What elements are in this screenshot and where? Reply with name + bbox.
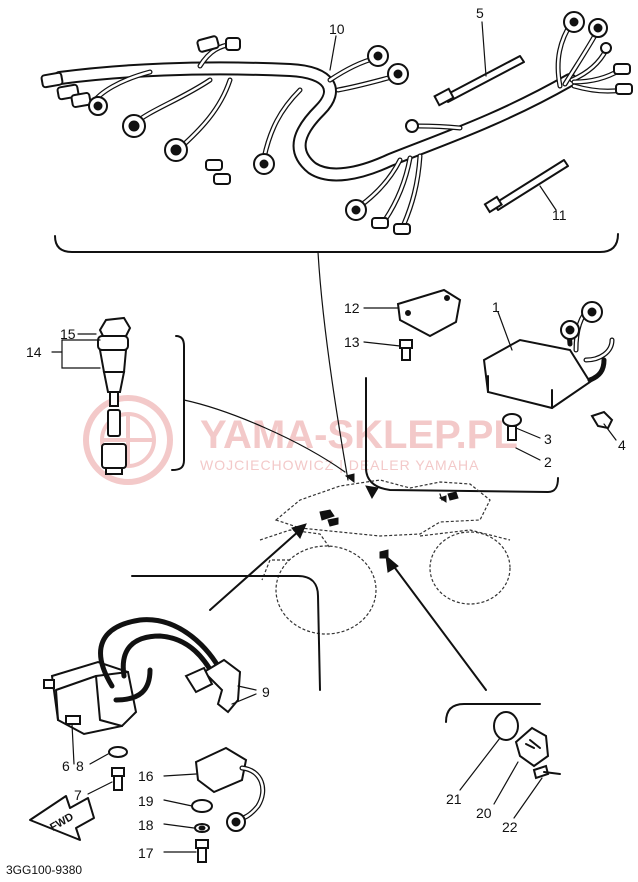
callout-12: 12 (344, 300, 360, 316)
callout-16: 16 (138, 768, 154, 784)
bolt-17 (195, 839, 209, 863)
watermark-logo-icon (83, 395, 173, 485)
callout-13: 13 (344, 334, 360, 350)
washer-8 (108, 746, 128, 758)
diagram-code: 3GG100-9380 (6, 863, 82, 877)
coil-bracket (131, 575, 321, 691)
bolt-13 (399, 339, 413, 361)
fwd-label: FWD (48, 811, 76, 834)
callout-11: 11 (552, 207, 567, 223)
callout-19: 19 (138, 793, 154, 809)
atv-silhouette (259, 473, 511, 635)
callout-17: 17 (138, 845, 154, 861)
watermark-subtitle: WOJCIECHOWICZ | DEALER YAMAHA (200, 457, 479, 473)
screw-22 (532, 764, 561, 780)
ignition-coil (43, 617, 242, 736)
callout-18: 18 (138, 817, 154, 833)
callout-3: 3 (544, 431, 552, 447)
washer-19 (191, 799, 213, 813)
callout-6: 6 (62, 758, 70, 774)
callout-9: 9 (262, 684, 270, 700)
harness-pointer (317, 251, 349, 481)
collar-3 (502, 413, 522, 441)
regulator-1 (482, 301, 615, 410)
washer-18 (194, 823, 210, 833)
neutral-switch-20 (514, 726, 550, 768)
callout-1: 1 (492, 299, 500, 315)
switch-pointer (183, 399, 346, 473)
rectifier-small-12 (396, 288, 462, 338)
ignition-arrow (209, 523, 307, 611)
o-ring-21 (493, 711, 519, 741)
wire-harness (40, 11, 633, 235)
switch-bracket (171, 335, 185, 471)
watermark-brand: YAMA-SKLEP.PL (200, 413, 518, 457)
cable-tie-11 (483, 159, 569, 214)
neutral-bracket (445, 703, 541, 723)
watermark: YAMA-SKLEP.PL WOJCIECHOWICZ | DEALER YAM… (83, 395, 518, 485)
main-switch (97, 316, 132, 475)
cdi-unit (194, 746, 266, 832)
callout-labels: 10 5 11 12 13 1 3 2 4 15 14 9 6 8 7 16 1… (26, 5, 626, 861)
center-arrow (365, 485, 379, 500)
harness-bracket (54, 233, 619, 253)
cable-tie-5 (433, 55, 525, 107)
callout-20: 20 (476, 805, 492, 821)
callout-21: 21 (446, 791, 462, 807)
callout-7: 7 (74, 787, 82, 803)
callout-10: 10 (329, 21, 345, 37)
rear-arrow (385, 554, 487, 691)
callout-14: 14 (26, 344, 42, 360)
callout-5: 5 (476, 5, 484, 21)
leader-lines (51, 21, 617, 853)
rectifier-bracket (365, 377, 559, 493)
callout-22: 22 (502, 819, 518, 835)
callout-15: 15 (60, 326, 76, 342)
callout-4: 4 (618, 437, 626, 453)
bolt-7 (111, 767, 125, 791)
clamp-4 (590, 410, 614, 430)
callout-8: 8 (76, 758, 84, 774)
fwd-arrow-icon: FWD (29, 795, 95, 841)
callout-2: 2 (544, 454, 552, 470)
